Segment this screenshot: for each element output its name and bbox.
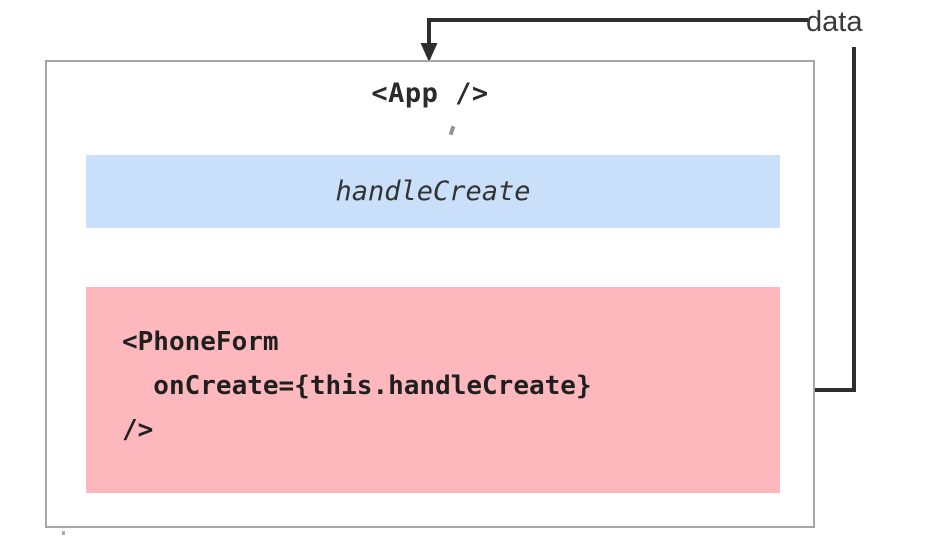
app-component-title: <App /> [371,78,489,109]
stray-dot-artifact [62,531,65,535]
child-component-box[interactable]: <PhoneForm onCreate={this.handleCreate} … [86,287,780,493]
data-flow-top-wire [427,18,808,47]
child-component-code: <PhoneForm onCreate={this.handleCreate} … [122,327,592,445]
data-flow-label: data [806,6,863,38]
handler-method-box[interactable]: handleCreate [86,155,780,228]
handler-method-label: handleCreate [335,176,531,207]
